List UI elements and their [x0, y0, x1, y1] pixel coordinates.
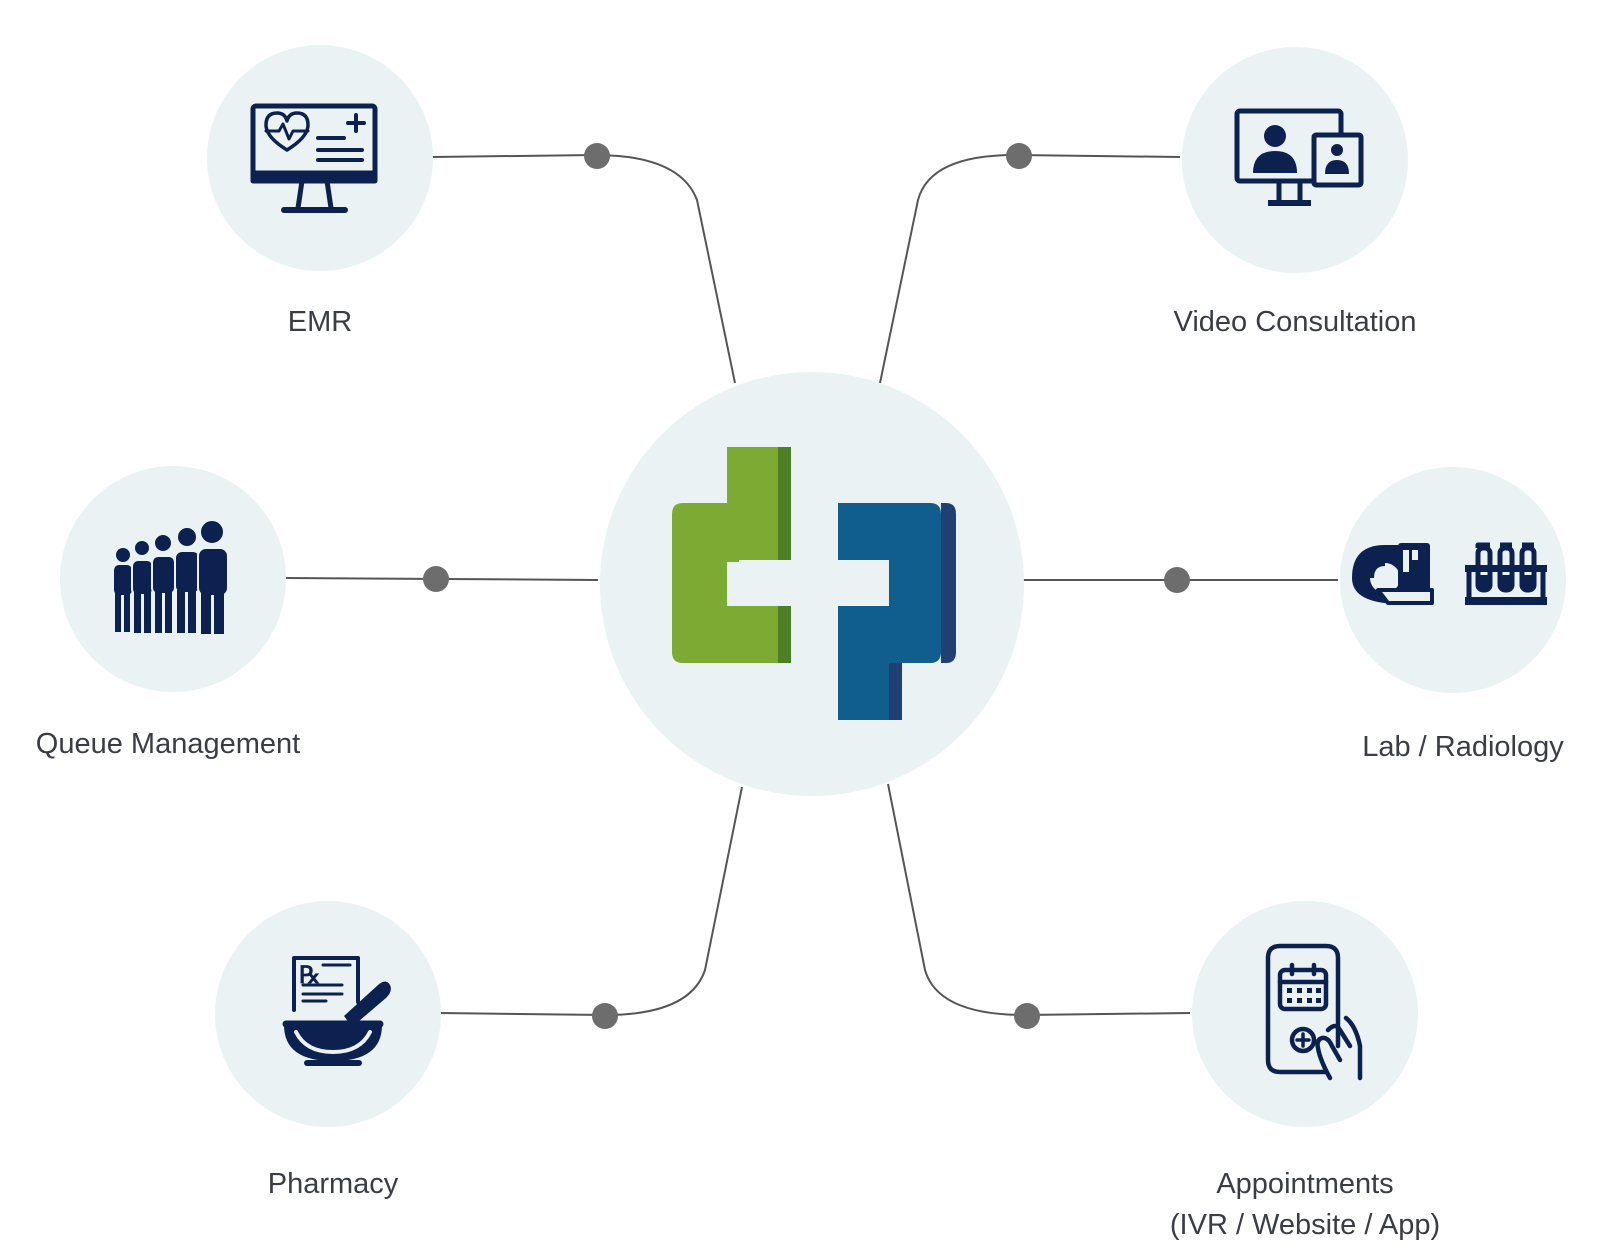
node-label-video: Video Consultation — [1173, 306, 1417, 338]
connector-dot-appointments — [1014, 1003, 1040, 1029]
video-consultation-icon — [1234, 108, 1364, 206]
node-sublabel-appointments: (IVR / Website / App) — [1169, 1209, 1441, 1241]
queue-people-icon — [114, 519, 229, 634]
connector-dot-pharmacy — [592, 1003, 618, 1029]
pharmacy-mortar-icon: ℞ — [282, 956, 391, 1066]
connector-dot-queue — [423, 566, 449, 592]
logo-d-shadow — [778, 447, 791, 663]
node-circle-lab — [1340, 467, 1566, 693]
connector-appointments — [887, 783, 1191, 1017]
logo-p — [838, 503, 941, 720]
logo-p-shadow — [889, 503, 956, 720]
appointment-phone-icon — [1265, 943, 1363, 1081]
connector-dot-video — [1006, 143, 1032, 169]
connector-video — [879, 153, 1181, 384]
node-circle-appointments — [1192, 901, 1418, 1127]
dp-logo — [672, 447, 956, 720]
node-circle-video — [1182, 47, 1408, 273]
emr-monitor-icon — [250, 103, 378, 213]
logo-d — [672, 447, 778, 663]
node-circle-pharmacy — [215, 901, 441, 1127]
node-label-pharmacy: Pharmacy — [267, 1168, 399, 1200]
connector-dots — [423, 143, 1190, 1029]
svg-text:℞: ℞ — [299, 960, 321, 989]
node-label-queue: Queue Management — [35, 728, 301, 760]
node-label-lab: Lab / Radiology — [1362, 731, 1564, 763]
node-label-appointments: Appointments — [1216, 1168, 1394, 1200]
node-label-emr: EMR — [287, 306, 353, 338]
lab-radiology-icon — [1352, 542, 1547, 605]
connector-dot-lab — [1164, 567, 1190, 593]
logo-cross-bar — [739, 560, 889, 606]
connector-emr — [431, 153, 736, 384]
connector-dot-emr — [584, 143, 610, 169]
connector-pharmacy — [439, 786, 743, 1017]
